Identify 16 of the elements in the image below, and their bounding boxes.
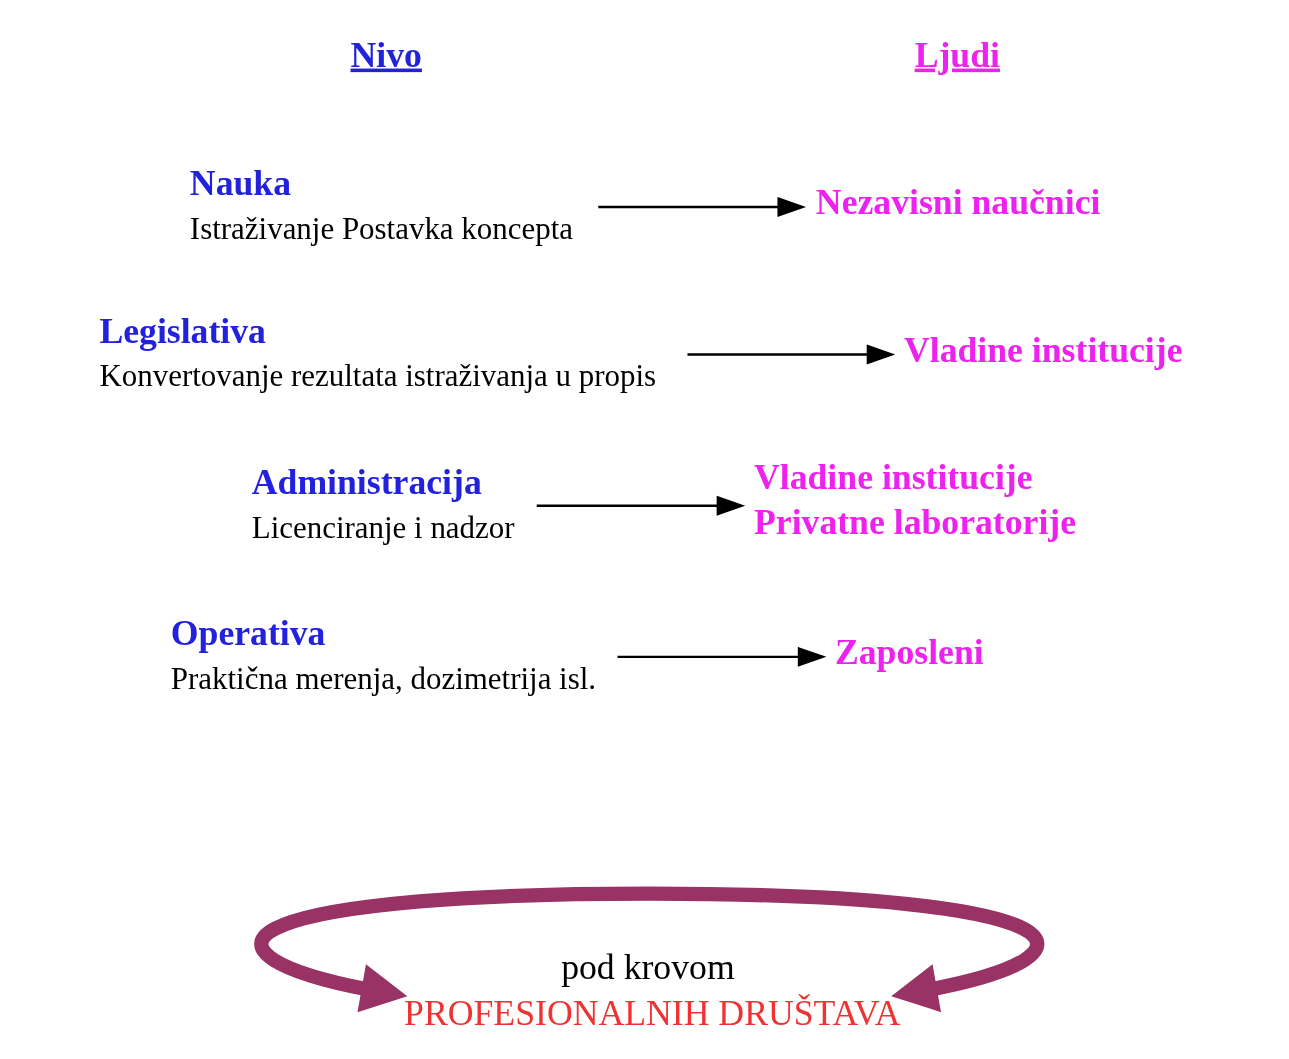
arrow [617,646,827,667]
label: Ljudi [914,34,1000,75]
node-text: Vladine institucije [903,329,1183,370]
node-text: Legislativa Konvertovanje rezultata istraživanja u propis [99,310,657,394]
arrow [598,196,807,217]
arrow [536,495,746,516]
node-text: Nezavisni naučnici [815,182,1101,223]
arrow [687,344,896,365]
node-text: Nauka Istraživanje Postavka koncepta [189,163,574,246]
node-text: Vladine institucije Privatne laboratorije [753,457,1077,543]
arrow [256,886,1043,1013]
node-text: Zaposleni [834,631,984,672]
label: Nivo [350,34,422,75]
node-text: Operativa Praktična merenja, dozimetrija isl. [170,612,597,696]
node-text: pod krovom PROFESIONALNIH DRUŠTAVA [404,947,901,1033]
node-text: Administracija Licenciranje i nadzor [251,461,515,545]
